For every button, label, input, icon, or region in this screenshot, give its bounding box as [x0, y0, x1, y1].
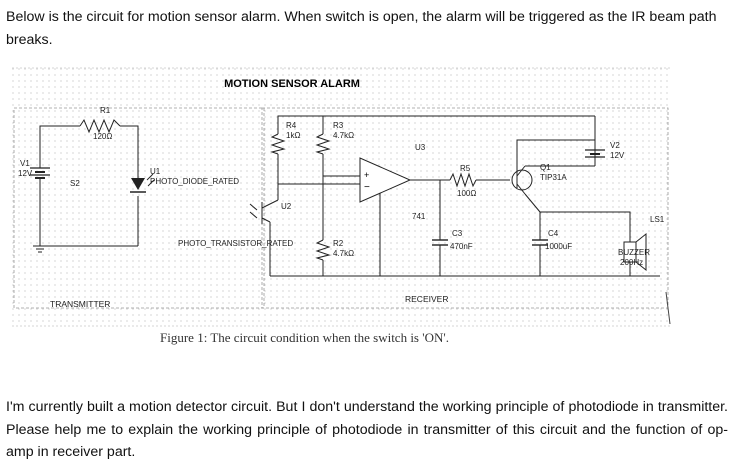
u2-phototransistor — [249, 199, 279, 224]
c3-value: 470nF — [450, 242, 473, 251]
u2-label: U2 — [281, 202, 292, 211]
u3-op-amp: + − — [359, 157, 412, 203]
ls1-buzzer — [623, 232, 647, 272]
q1-part: TIP31A — [540, 173, 567, 182]
transmitter-box — [13, 107, 265, 309]
figure-caption: Figure 1: The circuit condition when the… — [160, 330, 449, 345]
r1-label: R1 — [100, 106, 111, 115]
svg-text:+: + — [364, 170, 369, 180]
receiver-wiring — [269, 115, 660, 277]
ls1-freq: 200Hz — [620, 258, 643, 267]
ls1-label: LS1 — [650, 215, 665, 224]
r1-value: 120Ω — [93, 132, 112, 141]
transmitter-label: TRANSMITTER — [50, 299, 110, 309]
q1-transistor — [511, 165, 533, 195]
c3-label: C3 — [452, 229, 463, 238]
u3-label: U3 — [415, 143, 426, 152]
v2-value: 12V — [610, 151, 625, 160]
r5-resistor — [449, 172, 477, 188]
c4-value: 1000uF — [545, 242, 572, 251]
v2-label: V2 — [610, 141, 620, 150]
receiver-label: RECEIVER — [405, 294, 448, 304]
r2-value: 4.7kΩ — [333, 249, 354, 258]
q1-label: Q1 — [540, 163, 551, 172]
v1-label: V1 — [20, 159, 30, 168]
ls1-part: BUZZER — [618, 248, 650, 257]
r3-value: 4.7kΩ — [333, 131, 354, 140]
r5-label: R5 — [460, 164, 471, 173]
c4-label: C4 — [548, 229, 559, 238]
r2-label: R2 — [333, 239, 344, 248]
u2-part: PHOTO_TRANSISTOR_RATED — [178, 239, 293, 248]
ground-symbol — [33, 245, 47, 253]
v2-battery — [585, 149, 605, 158]
r5-value: 100Ω — [457, 189, 476, 198]
u1-label: U1 — [150, 167, 161, 176]
svg-text:−: − — [364, 182, 370, 193]
r4-label: R4 — [286, 121, 297, 130]
r3-label: R3 — [333, 121, 344, 130]
r4-value: 1kΩ — [286, 131, 300, 140]
circuit-diagram: MOTION SENSOR ALARM — [12, 67, 671, 327]
grid-background — [12, 68, 670, 326]
u1-part: PHOTO_DIODE_RATED — [150, 177, 239, 186]
r4-resistor — [270, 133, 286, 155]
question-text: I'm currently built a motion detector ci… — [6, 399, 728, 460]
circuit-figure: MOTION SENSOR ALARM — [0, 62, 735, 352]
diagram-title: MOTION SENSOR ALARM — [224, 78, 360, 90]
r3-resistor — [315, 133, 331, 155]
r2-resistor — [315, 239, 331, 261]
intro-text: Below is the circuit for motion sensor a… — [6, 9, 717, 48]
u1-photodiode — [130, 173, 155, 193]
r1-resistor — [79, 118, 121, 134]
transmitter-wiring — [39, 125, 139, 247]
s2-label: S2 — [70, 179, 80, 188]
v1-value: 12V — [18, 169, 33, 178]
v1-battery — [30, 167, 50, 179]
u3-part: 741 — [412, 212, 426, 221]
